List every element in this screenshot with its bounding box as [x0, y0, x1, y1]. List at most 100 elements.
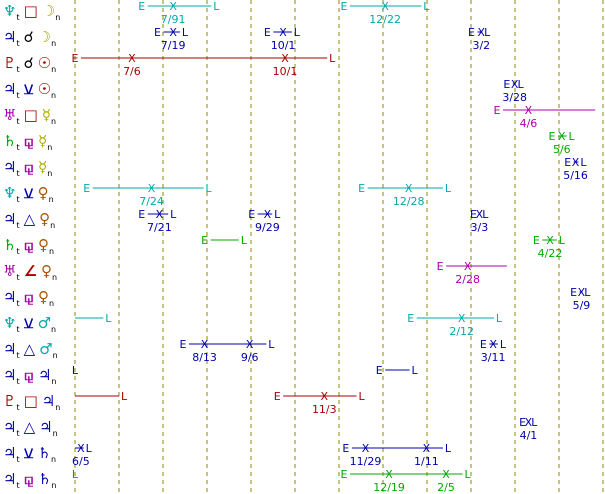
event-start-marker: E: [340, 0, 347, 13]
natal-subscript: n: [51, 377, 56, 386]
aspect-glyph: □: [24, 106, 38, 124]
event-exact-marker: X: [558, 130, 566, 143]
transit-planet-glyph: ♅: [3, 262, 16, 280]
event-exact-marker: X: [578, 286, 586, 299]
event-date-label: 7/19: [161, 39, 186, 52]
event-end-marker: L: [241, 234, 248, 247]
event-date-label: 3/2: [472, 39, 490, 52]
aspect-glyph: ☌: [24, 54, 34, 72]
event-start-marker: E: [468, 26, 475, 39]
event-end-marker: L: [72, 364, 79, 377]
event-end-marker: L: [531, 416, 538, 429]
event-end-marker: L: [423, 0, 430, 13]
natal-point-glyph: ♀: [38, 236, 49, 254]
event-date-label: 11/29: [350, 455, 382, 468]
event-start-marker: E: [480, 338, 487, 351]
natal-subscript: n: [51, 65, 56, 74]
aspect-glyph: ☌: [24, 28, 34, 46]
transit-planet-glyph: ♃: [3, 470, 16, 488]
natal-subscript: n: [52, 273, 57, 282]
event-date-label: 7/24: [139, 195, 164, 208]
event-exact-marker: X: [279, 26, 287, 39]
event-start-marker: E: [248, 208, 255, 221]
transit-planet-glyph: ♆: [3, 2, 16, 20]
event-date-label: 8/13: [192, 351, 217, 364]
event-exact-marker: X: [201, 338, 209, 351]
row-label: ♆t□☽n: [3, 2, 60, 22]
event-end-marker: L: [213, 0, 220, 13]
natal-point-glyph: ♄: [38, 444, 51, 462]
transit-planet-glyph: ♆: [3, 184, 16, 202]
event-start-marker: E: [503, 78, 510, 91]
natal-point-glyph: ♀: [38, 288, 49, 306]
row-label: ♃t⚼♄n: [3, 470, 57, 490]
event-start-marker: E: [264, 26, 271, 39]
natal-point-glyph: ☽: [38, 28, 51, 46]
event-end-marker: L: [484, 26, 491, 39]
event-exact-marker: X: [478, 26, 486, 39]
row-label: ♃t⚼♀n: [3, 288, 54, 308]
event-end-marker: L: [482, 208, 489, 221]
event-start-marker: E: [376, 364, 383, 377]
transit-planet-glyph: ♄: [3, 236, 16, 254]
natal-point-glyph: ♂: [38, 314, 51, 332]
row-label: ♇t□♃n: [3, 392, 60, 412]
natal-subscript: n: [51, 325, 56, 334]
transit-subscript: t: [16, 169, 19, 178]
natal-subscript: n: [49, 247, 54, 256]
natal-point-glyph: ♃: [38, 366, 51, 384]
transit-subscript: t: [16, 273, 19, 282]
transit-planet-glyph: ♄: [3, 132, 16, 150]
event-end-marker: L: [294, 26, 301, 39]
event-date-label: 3/11: [481, 351, 506, 364]
transit-subscript: t: [16, 13, 19, 22]
event-end-marker: L: [170, 208, 177, 221]
aspect-glyph: △: [24, 418, 36, 436]
natal-subscript: n: [53, 351, 58, 360]
aspect-glyph: ⚼: [24, 236, 34, 254]
aspect-glyph: ⚼: [24, 470, 34, 488]
transit-event: L: [72, 364, 79, 377]
event-exact-marker: X: [405, 182, 413, 195]
event-end-marker: L: [105, 312, 112, 325]
natal-subscript: n: [51, 39, 56, 48]
event-end-marker: L: [569, 130, 576, 143]
event-end-marker: L: [329, 52, 336, 65]
transit-event: L: [72, 468, 79, 481]
transit-subscript: t: [16, 455, 19, 464]
transit-event: EX4/1L: [519, 416, 538, 442]
event-exact-marker: X: [525, 104, 533, 117]
event-date-label: 7/91: [161, 13, 186, 26]
row-labels: ♆t□☽n♃t☌☽n♇t☌☉n♃t⚺☉n♅t□☿n♄t⚼☿n♃t⚼☿n♆t⚺♀n…: [3, 2, 60, 490]
event-date-label: 3/28: [502, 91, 527, 104]
aspect-glyph: ⚺: [24, 444, 34, 462]
event-end-marker: L: [580, 156, 587, 169]
aspect-glyph: ⚼: [24, 288, 34, 306]
event-date-label: 10/1: [271, 39, 296, 52]
event-date-label: 2/28: [455, 273, 480, 286]
row-label: ♆t⚺♂n: [3, 314, 56, 334]
natal-point-glyph: ☽: [42, 2, 55, 20]
event-date-label: 12/22: [369, 13, 401, 26]
event-exact-marker: X: [476, 208, 484, 221]
event-date-label: 6/5: [72, 455, 90, 468]
aspect-glyph: ⚺: [24, 314, 34, 332]
natal-point-glyph: ♀: [39, 210, 50, 228]
event-end-marker: L: [445, 442, 452, 455]
event-date-label: 11/3: [312, 403, 337, 416]
transit-planet-glyph: ♃: [3, 340, 16, 358]
event-start-marker: E: [519, 416, 526, 429]
event-exact-marker: X: [458, 312, 466, 325]
transit-subscript: t: [16, 403, 19, 412]
natal-subscript: n: [55, 13, 60, 22]
transit-subscript: t: [16, 351, 19, 360]
event-start-marker: E: [340, 468, 347, 481]
transit-subscript: t: [16, 247, 19, 256]
